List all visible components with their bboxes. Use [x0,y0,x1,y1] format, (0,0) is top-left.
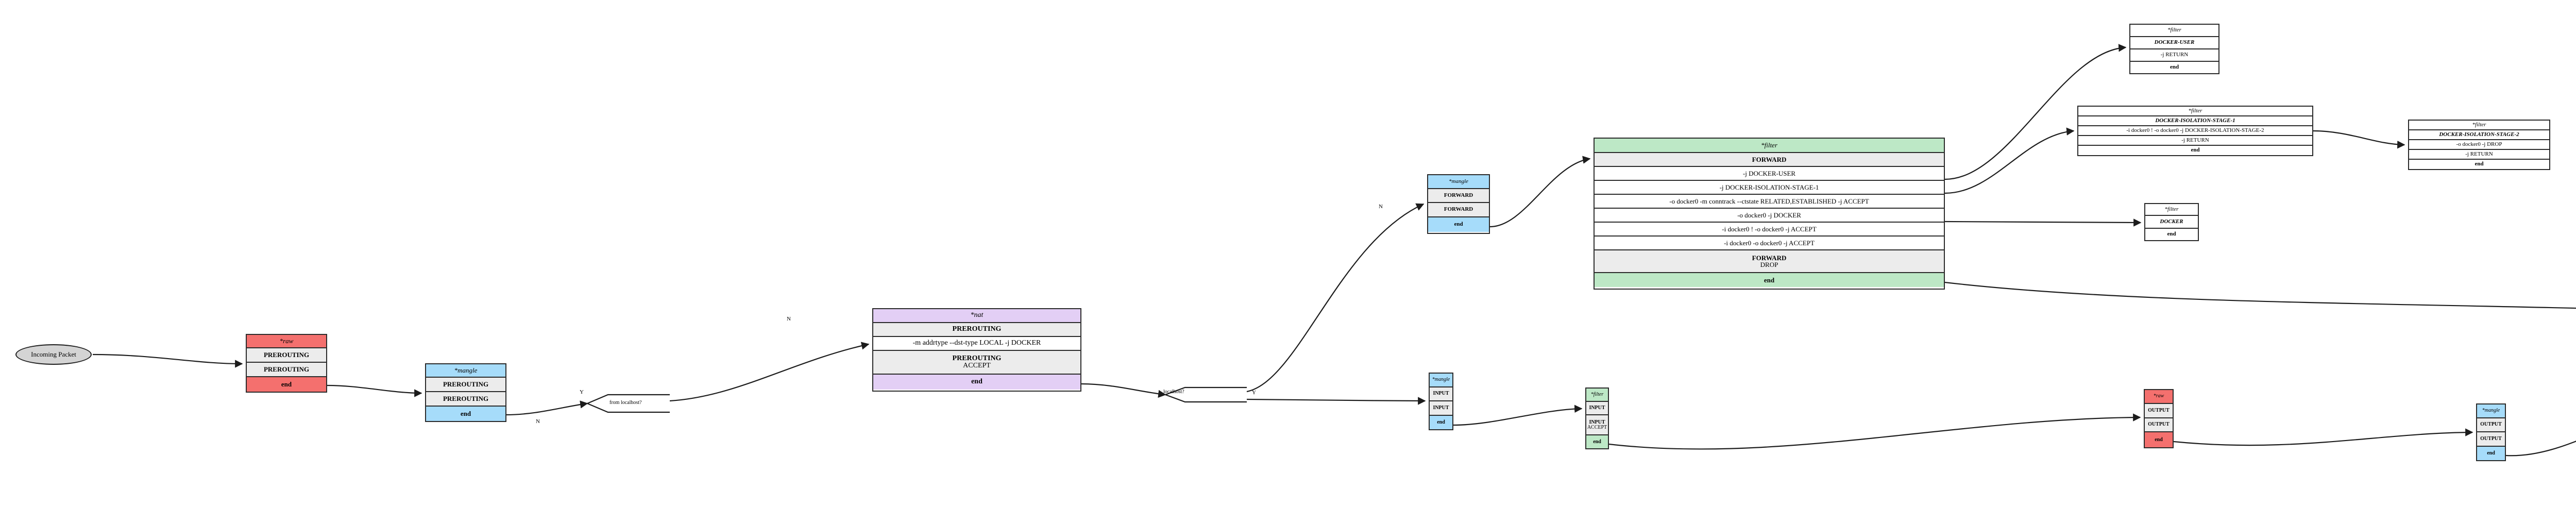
chain-name: INPUT [1586,401,1608,416]
chain-name: INPUT [1430,401,1452,416]
end-marker: end [2078,145,2312,156]
rule[interactable]: -m addrtype --dst-type LOCAL -j DOCKER [873,337,1080,351]
rule[interactable]: -o docker0 -j DOCKER [1595,209,1944,223]
rule[interactable]: -j RETURN [2409,150,2549,160]
edge-label-lbl-route-4: N [1379,204,1383,210]
terminal-incoming: Incoming Packet [15,344,92,365]
user-chain-name: DOCKER-USER [2130,37,2218,49]
chain-name: INPUT [1430,387,1452,402]
chain-name: PREROUTING [873,323,1080,337]
table-header: *raw [2145,390,2173,404]
chain-name: PREROUTING [426,378,505,392]
table-header: *filter [2078,107,2312,116]
chain-name: PREROUTING [426,392,505,407]
chain-name: PREROUTING [247,348,326,363]
table-header: *filter [2409,121,2549,130]
edge-label-lbl-route-2: N [787,316,791,322]
end-marker: end [1430,415,1452,429]
chain-name: OUTPUT [2477,418,2505,433]
policy-value: ACCEPT [963,362,991,369]
edge-label-lbl-route-5: N [536,418,540,425]
table-header: *mangle [2477,404,2505,418]
end-marker: end [1586,435,1608,448]
table-header: *filter [1586,389,1608,402]
user-chain-name: DOCKER [2145,216,2198,229]
chain-name: FORWARD [1428,203,1489,217]
chain-name: PREROUTING [952,355,1002,362]
table-header: *filter [1595,139,1944,153]
chain-name: FORWARD [1428,189,1489,203]
edge-label-lbl-localhost-1: from localhost? [609,400,642,406]
rule[interactable]: -i docker0 -o docker0 -j ACCEPT [1595,237,1944,250]
end-marker: end [1595,273,1944,287]
rule[interactable]: -o docker0 -m conntrack --ctstate RELATE… [1595,195,1944,209]
rule[interactable]: -j RETURN [2130,49,2218,62]
chain-name: OUTPUT [2477,432,2505,447]
chain-name: INPUT [1589,419,1605,425]
rule[interactable]: -i docker0 ! -o docker0 -j DOCKER-ISOLAT… [2078,126,2312,136]
end-marker: end [2145,432,2173,447]
rule[interactable]: -j RETURN [2078,136,2312,146]
edge-label-lbl-localhost-2: localhost? [1163,389,1184,395]
table-header: *mangle [1430,374,1452,387]
end-marker: end [247,377,326,392]
chain-name: OUTPUT [2145,418,2173,433]
end-marker: end [426,407,505,421]
table-header: *mangle [426,364,505,378]
rule[interactable]: -i docker0 ! -o docker0 -j ACCEPT [1595,223,1944,237]
edge-label-lbl-route-3: Y [1252,390,1256,396]
end-marker: end [2130,61,2218,73]
chain-name: OUTPUT [2145,403,2173,418]
table-header: *nat [873,309,1080,323]
policy-value: DROP [1760,261,1778,268]
table-header: *raw [247,335,326,348]
end-marker: end [2477,446,2505,460]
chain-name: FORWARD [1752,254,1787,262]
chain-name: FORWARD [1595,153,1944,167]
chain-name: PREROUTING [247,363,326,377]
user-chain-name: DOCKER-ISOLATION-STAGE-1 [2078,116,2312,127]
rule[interactable]: -j DOCKER-ISOLATION-STAGE-1 [1595,181,1944,195]
user-chain-name: DOCKER-ISOLATION-STAGE-2 [2409,130,2549,141]
end-marker: end [873,375,1080,390]
table-header: *mangle [1428,175,1489,189]
table-header: *filter [2130,25,2218,37]
edge-label-lbl-route-1: Y [580,389,584,395]
end-marker: end [2145,228,2198,241]
end-marker: end [2409,159,2549,170]
terminal-label: Incoming Packet [31,350,76,358]
rule[interactable]: -j DOCKER-USER [1595,167,1944,181]
end-marker: end [1428,217,1489,232]
table-header: *filter [2145,204,2198,216]
policy-value: ACCEPT [1587,424,1607,430]
rule[interactable]: -o docker0 -j DROP [2409,140,2549,150]
